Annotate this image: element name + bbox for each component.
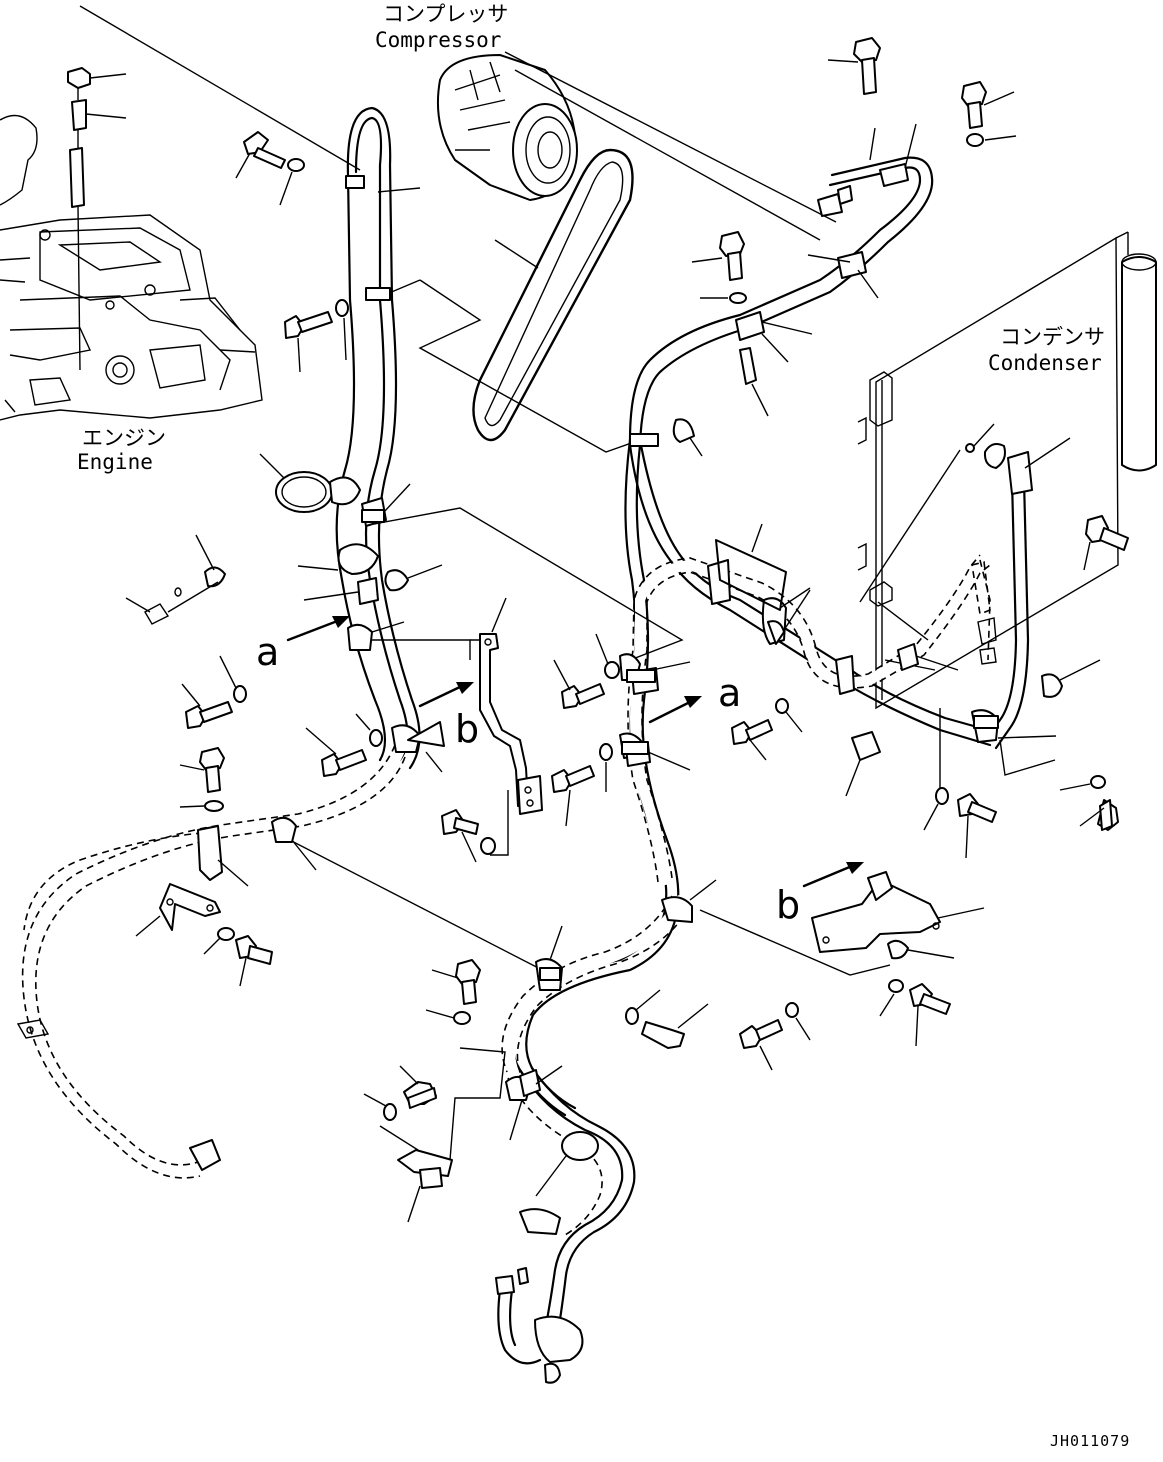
hose-left-vertical (335, 106, 421, 770)
view-label-b-left: b (455, 707, 480, 751)
leader-lines (279, 187, 1056, 1161)
compressor-illustration (436, 51, 837, 241)
engine-fitting-parts (67, 5, 361, 371)
view-label-b-right: b (776, 883, 801, 927)
engine-illustration (0, 114, 263, 421)
drawing-code: JH011079 (1050, 1432, 1131, 1450)
hose-bottom-center (495, 1066, 636, 1384)
drive-belt (472, 148, 634, 442)
view-label-a-left: a (256, 630, 280, 674)
compressor-label-jp: コンプレッサ (383, 2, 509, 26)
hose-center-dashed (501, 554, 991, 1080)
hose-right-condenser (983, 443, 1033, 750)
view-arrows (286, 616, 864, 888)
condenser-illustration (857, 231, 1157, 710)
engine-label-jp: エンジン (82, 426, 166, 450)
view-label-a-right: a (718, 671, 742, 715)
hose-left-loop-dashed (16, 744, 406, 1179)
engine-label-en: Engine (77, 450, 153, 474)
condenser-label-en: Condenser (988, 351, 1102, 375)
condenser-label-jp: コンデンサ (1000, 325, 1105, 349)
condenser-drain-dashed (971, 561, 997, 665)
hose-clamps (345, 175, 999, 981)
compressor-label-en: Compressor (375, 28, 502, 52)
